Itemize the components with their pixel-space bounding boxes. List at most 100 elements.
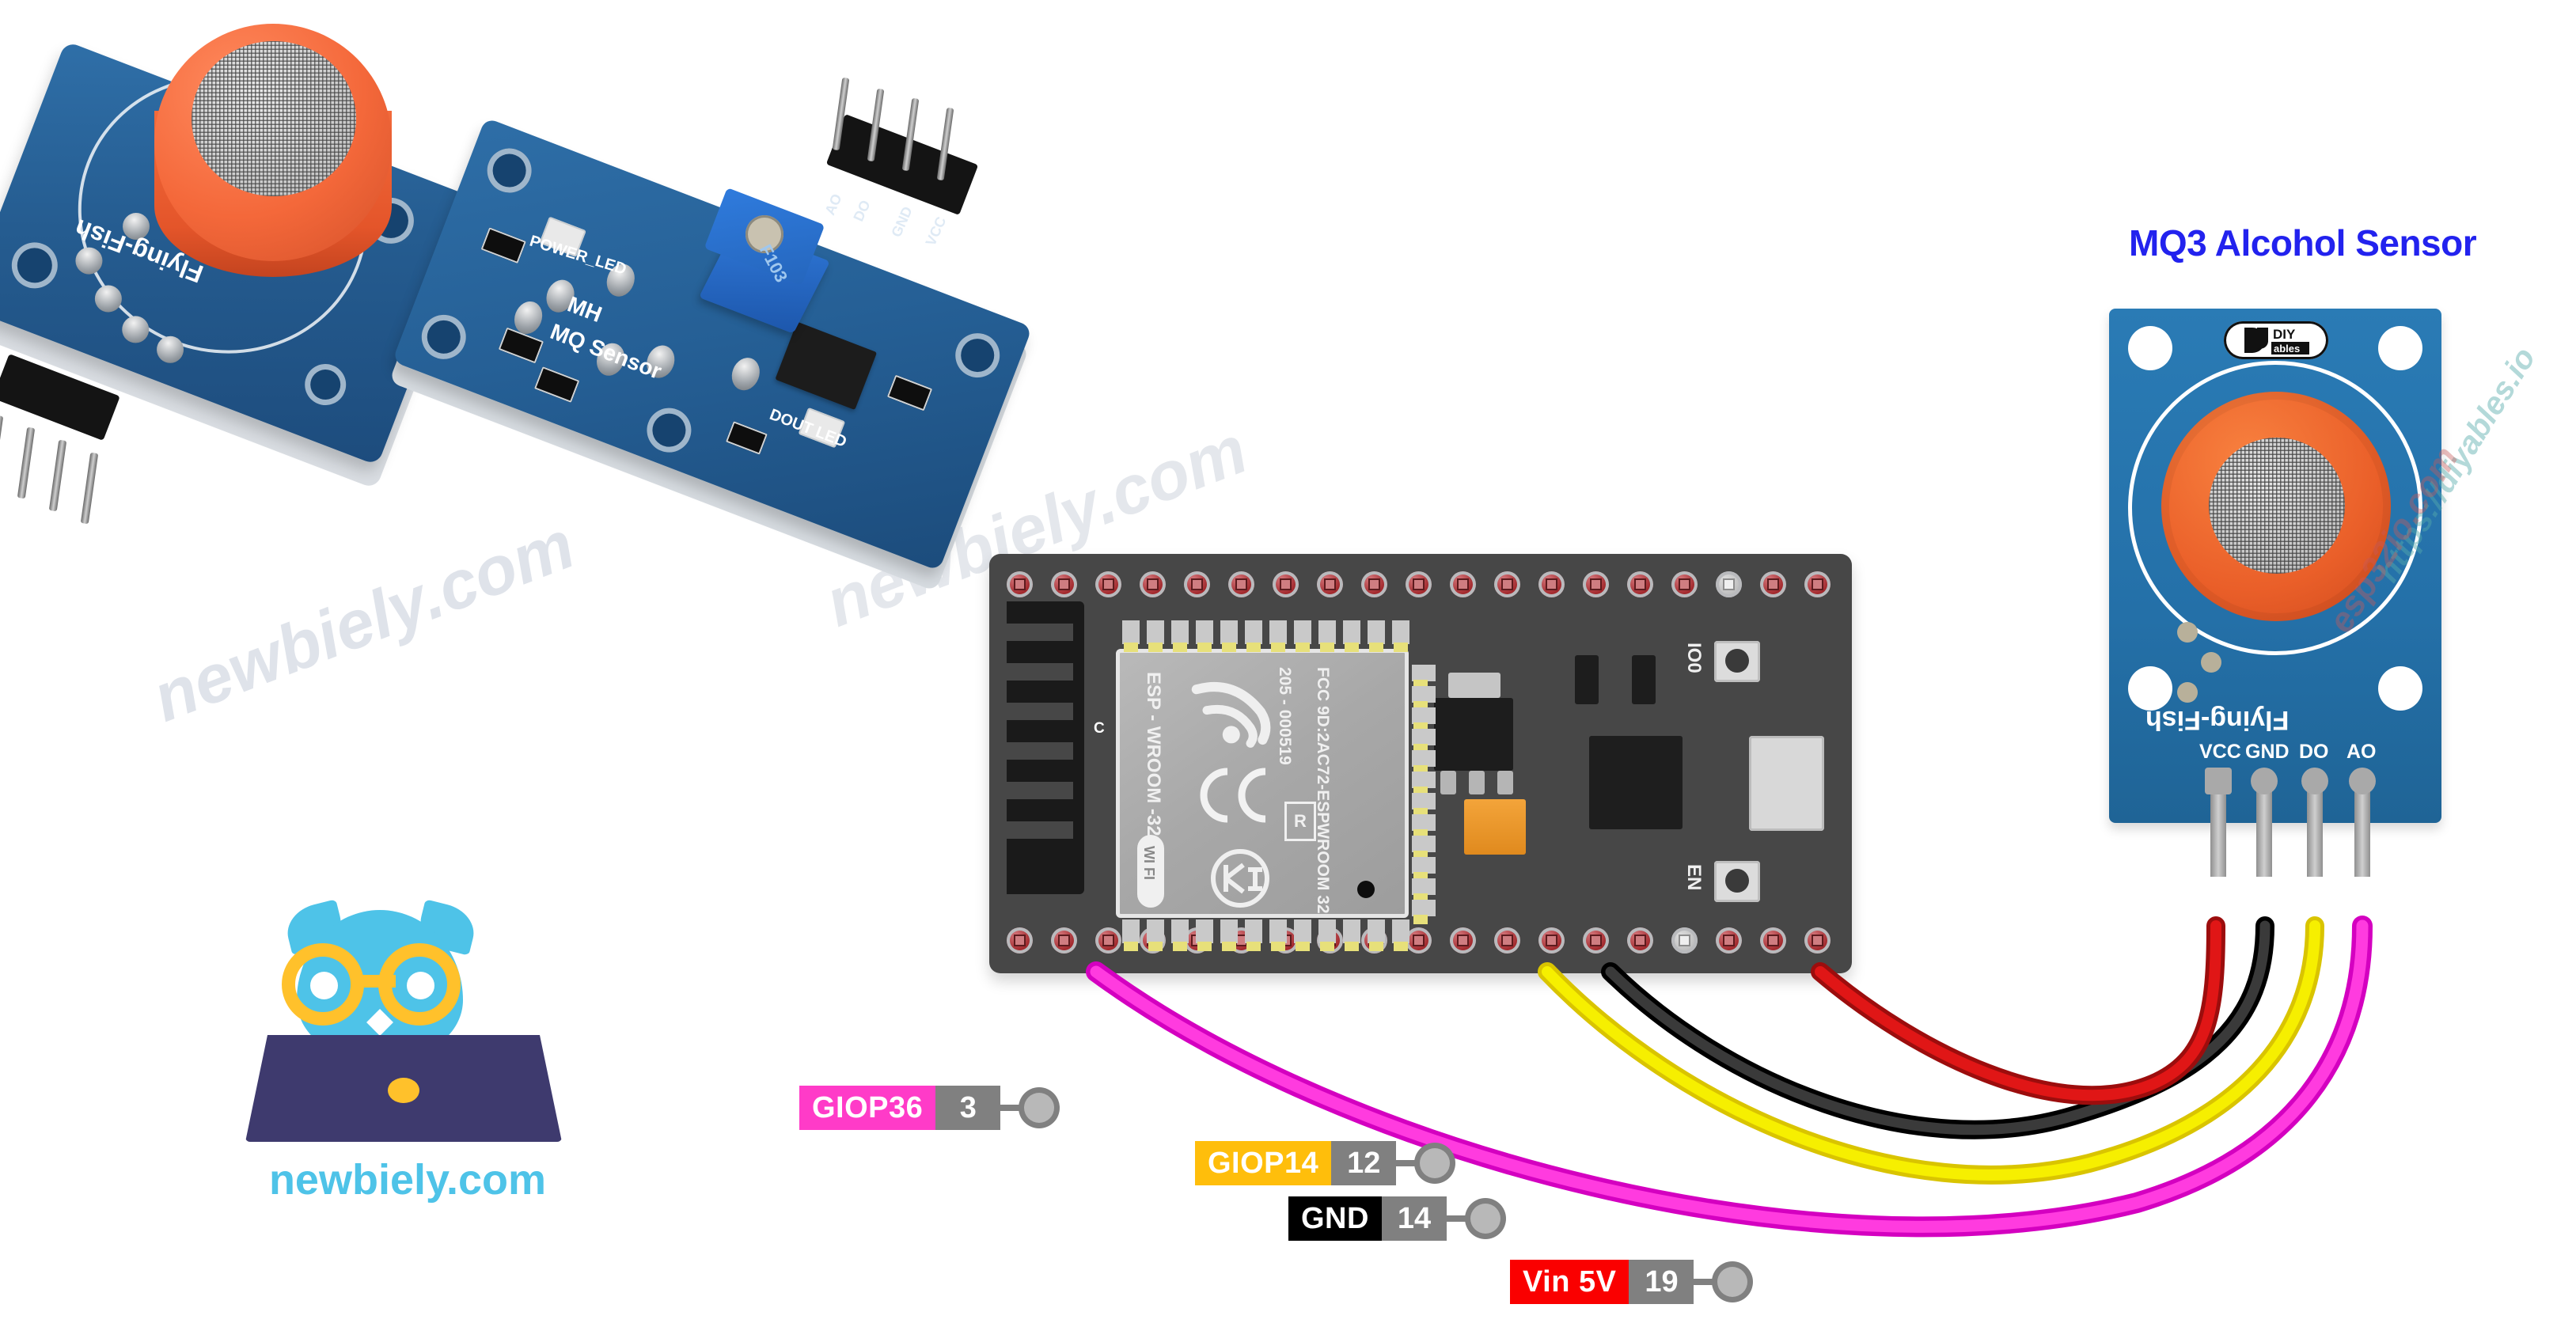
mount-hole <box>2378 666 2422 711</box>
socket-pin-gnd[interactable] <box>2256 779 2272 877</box>
antenna-mark: C <box>1094 720 1105 737</box>
socket-cap-do <box>2301 768 2328 794</box>
esp32-header-pin[interactable] <box>1095 927 1121 954</box>
silk-mh: MH <box>564 291 605 328</box>
pin-square <box>1457 935 1469 946</box>
esp32-header-pin[interactable] <box>1671 571 1698 597</box>
pin-square <box>1058 578 1070 590</box>
esp32-header-pin[interactable] <box>1760 571 1786 597</box>
esp32-header-pin[interactable] <box>1671 927 1698 954</box>
esp32-header-pin[interactable] <box>1627 571 1653 597</box>
wifi-mark-icon <box>1137 835 1164 908</box>
pin-square <box>1634 935 1646 946</box>
socket-pin-do[interactable] <box>2307 779 2323 877</box>
esp32-header-pin[interactable] <box>1716 927 1742 954</box>
esp32-header-pin[interactable] <box>1494 571 1520 597</box>
esp32-header-pin[interactable] <box>1804 571 1831 597</box>
module-pad <box>1269 620 1287 652</box>
module-fcc: FCC 9D:2AC72-ESPWROOM 32 <box>1314 667 1332 914</box>
esp32-header-pin[interactable] <box>1450 927 1476 954</box>
pin-square <box>1767 935 1779 946</box>
wifi-mark-text: WI FI <box>1141 846 1157 880</box>
esp32-header-pin[interactable] <box>1051 927 1077 954</box>
esp32-header-pin[interactable] <box>1051 571 1077 597</box>
solder-pad <box>2201 652 2221 673</box>
pin-label-name: GIOP36 <box>799 1086 936 1130</box>
pin-square <box>1235 578 1247 590</box>
module-pad <box>1245 919 1262 951</box>
pcb-antenna <box>989 601 1084 894</box>
esp32-header-pin[interactable] <box>1228 571 1254 597</box>
mount-hole <box>2378 326 2422 370</box>
io0-button[interactable] <box>1714 641 1760 682</box>
socket-cap-ao <box>2349 768 2376 794</box>
module-pad <box>1318 620 1336 652</box>
pin-square <box>1590 578 1602 590</box>
esp32-header-pin[interactable] <box>1494 927 1520 954</box>
esp32-header-pin[interactable] <box>1538 571 1565 597</box>
header-label-ao: AO <box>821 191 845 218</box>
regulator-pin <box>1469 771 1485 794</box>
esp32-header-pin[interactable] <box>1007 927 1033 954</box>
mount-hole <box>640 401 698 459</box>
esp32-top-header[interactable] <box>1007 571 1838 600</box>
esp32-header-pin[interactable] <box>1140 571 1166 597</box>
pin-label-vin5v[interactable]: Vin 5V 19 <box>1510 1260 1748 1304</box>
esp32-header-pin[interactable] <box>1007 571 1033 597</box>
usb-uart-chip <box>1589 736 1683 829</box>
en-button[interactable] <box>1714 861 1760 902</box>
solder-pad <box>2177 682 2198 703</box>
pin-label-giop36[interactable]: GIOP36 3 <box>799 1086 1055 1130</box>
module-pad <box>1147 620 1164 652</box>
module-pad <box>1343 620 1360 652</box>
pin-label-gnd[interactable]: GND 14 <box>1288 1196 1500 1241</box>
esp32-header-pin[interactable] <box>1317 571 1343 597</box>
esp32-header-pin[interactable] <box>1095 571 1121 597</box>
esp32-header-pin[interactable] <box>1538 927 1565 954</box>
pin-label-number: 3 <box>935 1086 1001 1130</box>
module-id: 205 - 000519 <box>1276 667 1294 765</box>
micro-usb-connector[interactable] <box>1749 736 1824 831</box>
regulator-tab <box>1448 673 1500 698</box>
esp32-header-pin[interactable] <box>1184 571 1210 597</box>
esp32-header-pin[interactable] <box>1583 927 1609 954</box>
esp32-header-pin[interactable] <box>1361 571 1387 597</box>
newbiely-logo[interactable]: newbiely.com <box>237 899 578 1219</box>
header-label-do: DO <box>850 197 874 224</box>
pin-square <box>1280 578 1292 590</box>
pin-square <box>1723 578 1735 590</box>
esp-wroom-32-module: ESP - WROOM -32 205 - 000519 FCC 9D:2AC7… <box>1116 649 1409 918</box>
socket-pin-vcc[interactable] <box>2210 779 2226 877</box>
io0-label: IO0 <box>1683 643 1705 673</box>
owl-pupil-left-icon <box>310 972 338 999</box>
trimpot-knob[interactable] <box>745 215 783 253</box>
pin-square <box>1546 935 1557 946</box>
module-name: ESP - WROOM -32 <box>1143 672 1164 836</box>
diyables-logo-icon: DIY ables <box>2244 327 2309 354</box>
esp32-header-pin[interactable] <box>1583 571 1609 597</box>
page-title: MQ3 Alcohol Sensor <box>2129 222 2477 264</box>
pin-label-dot <box>1470 1204 1500 1234</box>
esp32-header-pin[interactable] <box>1406 571 1432 597</box>
pin-label-number: 12 <box>1331 1141 1397 1185</box>
esp32-header-pin[interactable] <box>1804 927 1831 954</box>
module-pad <box>1412 878 1436 903</box>
esp32-header-pin[interactable] <box>1627 927 1653 954</box>
esp32-header-pin[interactable] <box>1716 571 1742 597</box>
module-pad <box>1368 620 1385 652</box>
solder-pad <box>727 353 764 395</box>
socket-pin-ao[interactable] <box>2354 779 2370 877</box>
mq3-sensor-board: DIY ables Flying-Fish VCC GND DO AO http… <box>2109 309 2543 877</box>
esp32-header-pin[interactable] <box>1450 571 1476 597</box>
esp32-header-pin[interactable] <box>1760 927 1786 954</box>
esp32-devkit-board: C ESP - WROOM -32 205 - 000519 FCC 9D:2A… <box>989 554 1852 973</box>
pin-square <box>1812 935 1823 946</box>
pin-label-dot <box>1420 1148 1451 1178</box>
module-pad <box>1147 919 1164 951</box>
regulator-pin <box>1497 771 1513 794</box>
pin-label-do: DO <box>2299 741 2329 763</box>
module-pad <box>1412 793 1436 817</box>
esp32-header-pin[interactable] <box>1273 571 1299 597</box>
pin-label-giop14[interactable]: GIOP14 12 <box>1195 1141 1451 1185</box>
mount-hole <box>415 308 472 366</box>
